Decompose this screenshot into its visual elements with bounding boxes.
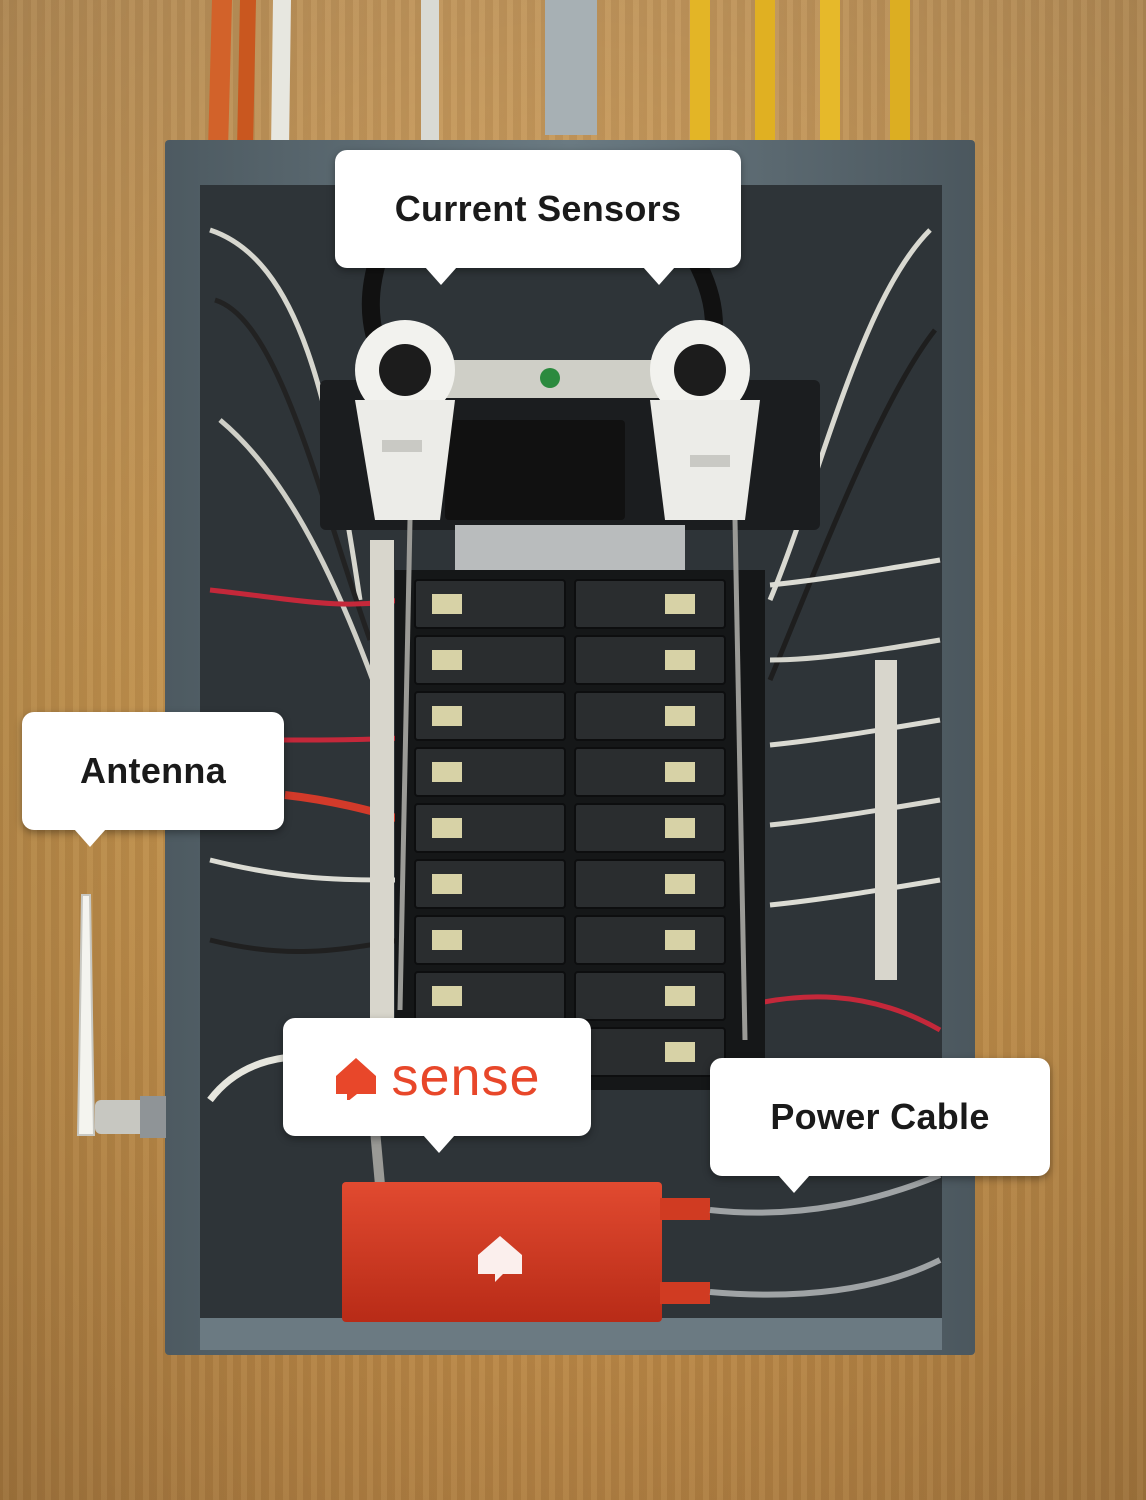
- current-sensors-label: Current Sensors: [394, 188, 682, 229]
- breaker-rows: [395, 570, 765, 1090]
- sense-logo-icon: [336, 1058, 377, 1100]
- current-sensors-callout: Current Sensors: [335, 150, 741, 285]
- current-sensor-right: [650, 245, 760, 1041]
- antenna-callout: Antenna: [22, 712, 284, 847]
- sense-brand-name: sense: [391, 1047, 541, 1107]
- antenna-label: Antenna: [79, 750, 227, 791]
- current-sensor-left: [355, 236, 455, 1011]
- house-icon: [478, 1236, 522, 1282]
- sense-monitor: [342, 1129, 942, 1322]
- panel-wiring: [207, 227, 942, 1103]
- antenna: [76, 894, 166, 1138]
- power-cable-label: Power Cable: [770, 1096, 990, 1137]
- top-wires: [208, 0, 910, 160]
- sense-brand-callout: sense: [283, 1018, 591, 1153]
- power-cable-callout: Power Cable: [710, 1058, 1050, 1193]
